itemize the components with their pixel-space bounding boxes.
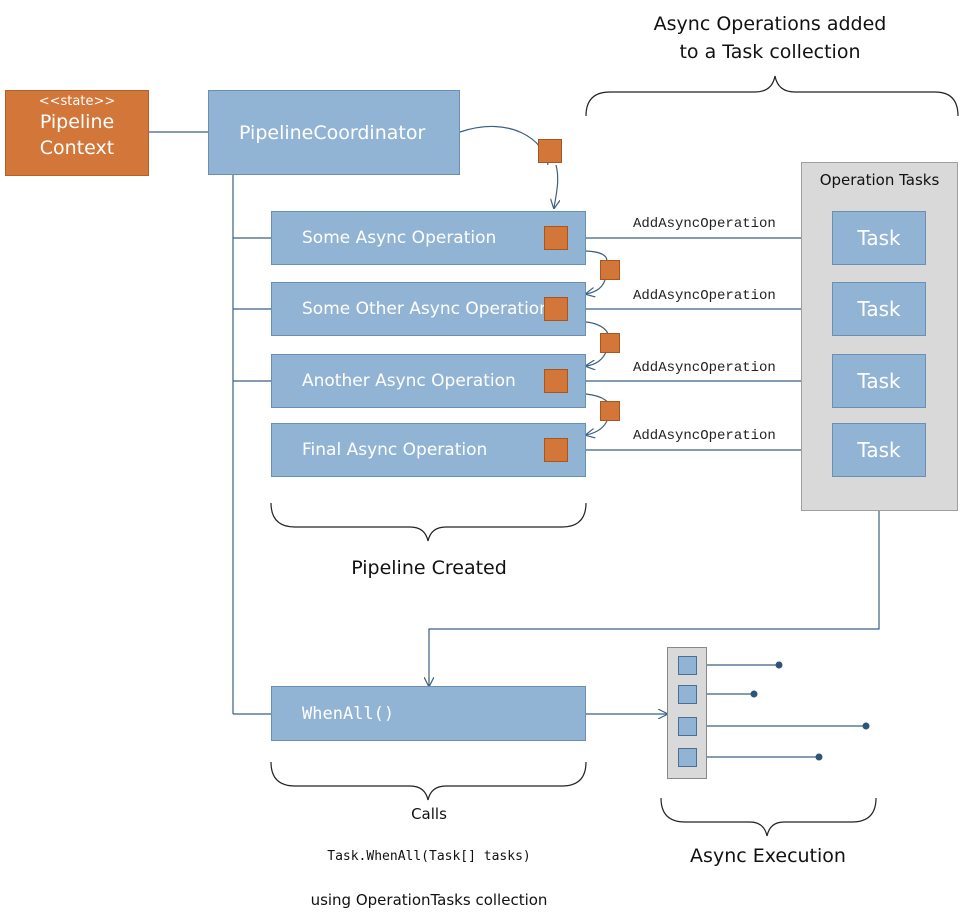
pipeline-created-caption: Pipeline Created: [351, 557, 507, 579]
operation-token-2: [544, 297, 568, 321]
exec-brace: [660, 797, 877, 837]
async-execution-caption: Async Execution: [690, 845, 846, 867]
task-box-1[interactable]: Task: [832, 211, 926, 265]
add-label-3: AddAsyncOperation: [633, 360, 776, 376]
top-brace: [585, 75, 959, 117]
state-stereotype: <<state>>: [38, 94, 116, 109]
chain-token-3: [600, 401, 620, 421]
operation-label-4: Final Async Operation: [302, 440, 488, 460]
calls-brace: [270, 761, 587, 801]
operation-box-2[interactable]: Some Other Async Operation: [271, 282, 586, 336]
operation-box-1[interactable]: Some Async Operation: [271, 211, 586, 265]
operation-box-3[interactable]: Another Async Operation: [271, 354, 586, 408]
operation-label-3: Another Async Operation: [302, 371, 516, 391]
exec-task-2: [678, 685, 697, 704]
coordinator-label: PipelineCoordinator: [239, 121, 426, 144]
whenall-box[interactable]: WhenAll(): [271, 686, 586, 741]
exec-task-4: [678, 748, 697, 767]
async-execution-collection: [667, 647, 707, 779]
coordinator-token: [538, 139, 562, 163]
top-header-line2: to a Task collection: [679, 41, 861, 63]
calls-code: Task.WhenAll(Task[] tasks): [327, 849, 531, 864]
chain-token-1: [600, 260, 620, 280]
pipeline-brace: [270, 502, 587, 542]
top-header: Async Operations added to a Task collect…: [620, 10, 920, 66]
pipeline-context-state-box[interactable]: <<state>> Pipeline Context: [5, 90, 149, 176]
operation-label-2: Some Other Async Operation: [302, 299, 550, 319]
state-line1: Pipeline: [39, 111, 115, 133]
pipeline-coordinator-box[interactable]: PipelineCoordinator: [208, 90, 460, 175]
operation-token-1: [544, 226, 568, 250]
operation-box-4[interactable]: Final Async Operation: [271, 423, 586, 477]
exec-task-1: [678, 656, 697, 675]
task-box-3[interactable]: Task: [832, 354, 926, 408]
chain-token-2: [600, 333, 620, 353]
calls-title: Calls: [411, 805, 447, 823]
top-header-line1: Async Operations added: [653, 13, 887, 35]
operation-tasks-title: Operation Tasks: [819, 171, 940, 189]
operation-label-1: Some Async Operation: [302, 228, 497, 248]
task-box-2[interactable]: Task: [832, 282, 926, 336]
whenall-label: WhenAll(): [302, 703, 395, 724]
operation-token-3: [544, 369, 568, 393]
calls-note: using OperationTasks collection: [310, 891, 548, 909]
add-label-2: AddAsyncOperation: [633, 288, 776, 304]
state-line2: Context: [39, 137, 115, 159]
operation-token-4: [544, 438, 568, 462]
exec-task-3: [678, 717, 697, 736]
add-label-1: AddAsyncOperation: [633, 216, 776, 232]
task-box-4[interactable]: Task: [832, 423, 926, 477]
coord-curve: [459, 125, 549, 166]
add-label-4: AddAsyncOperation: [633, 428, 776, 444]
